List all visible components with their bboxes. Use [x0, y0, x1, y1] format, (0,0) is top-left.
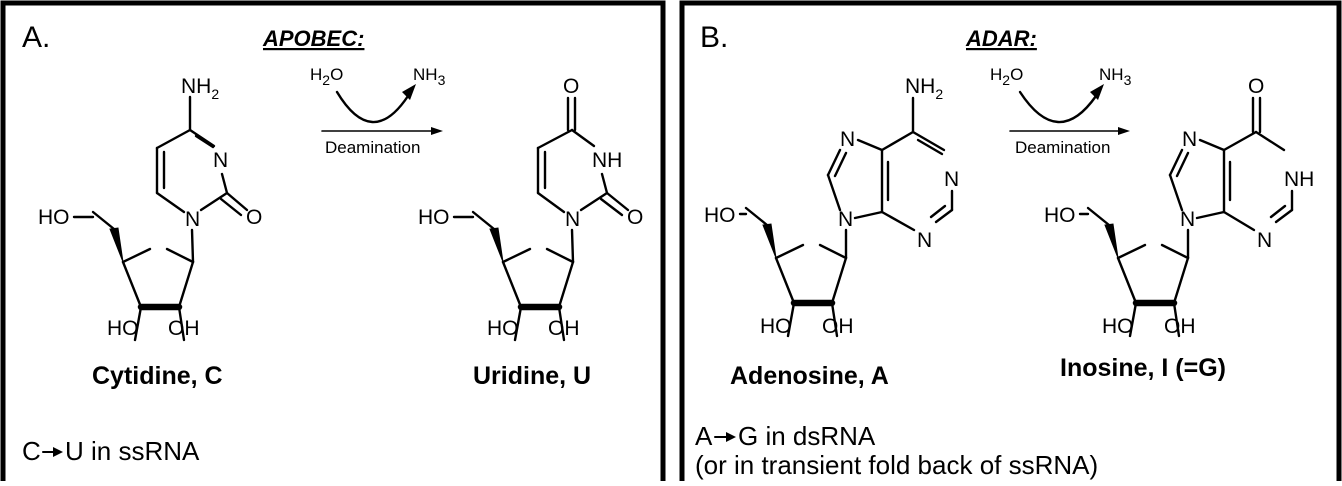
panel-a: A. APOBEC: H2O NH3 Deamination NH2 N O N	[22, 21, 643, 466]
svg-text:N: N	[840, 128, 855, 151]
panel-b-reaction: H2O NH3 Deamination	[990, 65, 1132, 157]
uridine-structure: O NH O N HO HO OH	[418, 75, 643, 340]
panel-a-ammonia-label: NH3	[413, 65, 446, 88]
svg-text:(or in transient fold back of: (or in transient fold back of ssRNA)	[695, 450, 1098, 480]
cytidine-label: Cytidine, C	[92, 362, 223, 390]
panel-a-reaction: H2O NH3 Deamination	[310, 65, 446, 157]
svg-text:G in dsRNA: G in dsRNA	[738, 421, 876, 451]
svg-text:NH2: NH2	[905, 75, 943, 102]
svg-text:N: N	[1182, 128, 1197, 151]
panel-b-curved-arrow-icon	[1018, 90, 1098, 124]
panel-b-ammonia-label: NH3	[1099, 65, 1132, 88]
svg-text:HO: HO	[487, 317, 519, 340]
panel-b-enzyme-label: ADAR:	[965, 26, 1037, 51]
panel-b-reaction-label: Deamination	[1015, 138, 1110, 157]
svg-text:HO: HO	[418, 206, 450, 229]
adenosine-structure: NH2 N N N N HO HO	[704, 75, 959, 338]
uridine-label: Uridine, U	[473, 362, 591, 390]
inosine-structure: O NH N N N HO HO OH	[1044, 75, 1314, 338]
svg-text:A: A	[695, 421, 713, 451]
svg-text:OH: OH	[822, 315, 854, 338]
panel-b-letter: B.	[700, 21, 728, 54]
svg-text:O: O	[627, 206, 643, 229]
svg-text:HO: HO	[704, 204, 736, 227]
panel-a-reaction-label: Deamination	[325, 138, 420, 157]
svg-text:NH: NH	[592, 149, 622, 172]
svg-text:HO: HO	[760, 315, 792, 338]
svg-text:OH: OH	[1164, 315, 1196, 338]
panel-b-frame	[679, 0, 1342, 486]
svg-text:O: O	[1248, 75, 1264, 98]
svg-text:N: N	[838, 208, 853, 231]
panel-b-water-label: H2O	[990, 65, 1023, 88]
panel-a-frame	[0, 0, 666, 486]
svg-text:NH: NH	[1284, 168, 1314, 191]
svg-text:O: O	[563, 75, 579, 98]
svg-text:N: N	[1257, 229, 1272, 252]
inosine-label: Inosine, I (=G)	[1060, 354, 1226, 382]
panel-a-letter: A.	[22, 21, 50, 54]
svg-text:N: N	[1180, 208, 1195, 231]
panel-a-curved-arrow-icon	[335, 90, 410, 124]
svg-text:N: N	[185, 208, 200, 231]
panel-a-enzyme-label: APOBEC:	[262, 26, 364, 51]
svg-text:NH2: NH2	[181, 75, 219, 102]
svg-text:HO: HO	[38, 206, 70, 229]
cytidine-structure: NH2 N O N HO HO OH	[38, 75, 262, 340]
svg-text:O: O	[246, 206, 262, 229]
svg-text:N: N	[944, 168, 959, 191]
svg-text:HO: HO	[107, 317, 139, 340]
svg-text:N: N	[565, 208, 580, 231]
panel-a-water-label: H2O	[310, 65, 343, 88]
svg-text:HO: HO	[1102, 315, 1134, 338]
panel-b: B. ADAR: H2O NH3 Deamination NH2 N N	[695, 21, 1314, 480]
panel-b-note: A G in dsRNA (or in transient fold back …	[695, 421, 1098, 480]
adenosine-label: Adenosine, A	[730, 362, 889, 390]
svg-text:N: N	[213, 149, 228, 172]
svg-text:C: C	[22, 436, 41, 466]
svg-text:N: N	[917, 229, 932, 252]
svg-text:OH: OH	[548, 317, 580, 340]
panel-a-note: C U in ssRNA	[22, 436, 200, 466]
svg-text:OH: OH	[168, 317, 200, 340]
svg-text:HO: HO	[1044, 204, 1076, 227]
svg-text:U in ssRNA: U in ssRNA	[65, 436, 200, 466]
